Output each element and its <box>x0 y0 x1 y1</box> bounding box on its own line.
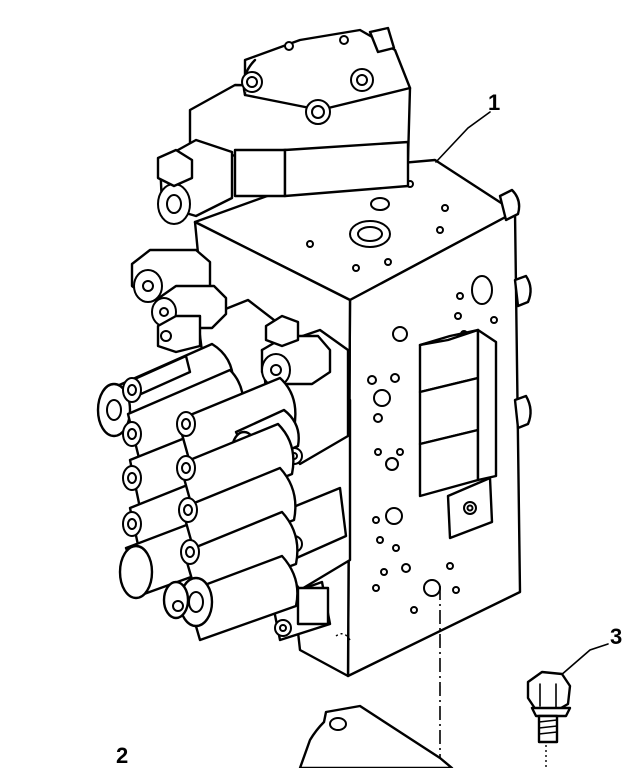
callout-1: 1 <box>488 90 501 115</box>
callout-2: 2 <box>116 743 129 768</box>
relief-valve-cover <box>156 26 412 225</box>
solenoid-block <box>418 328 498 540</box>
callout-3: 3 <box>610 624 623 649</box>
bolt-part <box>526 670 572 744</box>
spool-caps <box>96 342 300 642</box>
mounting-bracket <box>298 704 454 768</box>
right-face-ports <box>367 275 498 614</box>
leader-lines <box>435 111 609 768</box>
